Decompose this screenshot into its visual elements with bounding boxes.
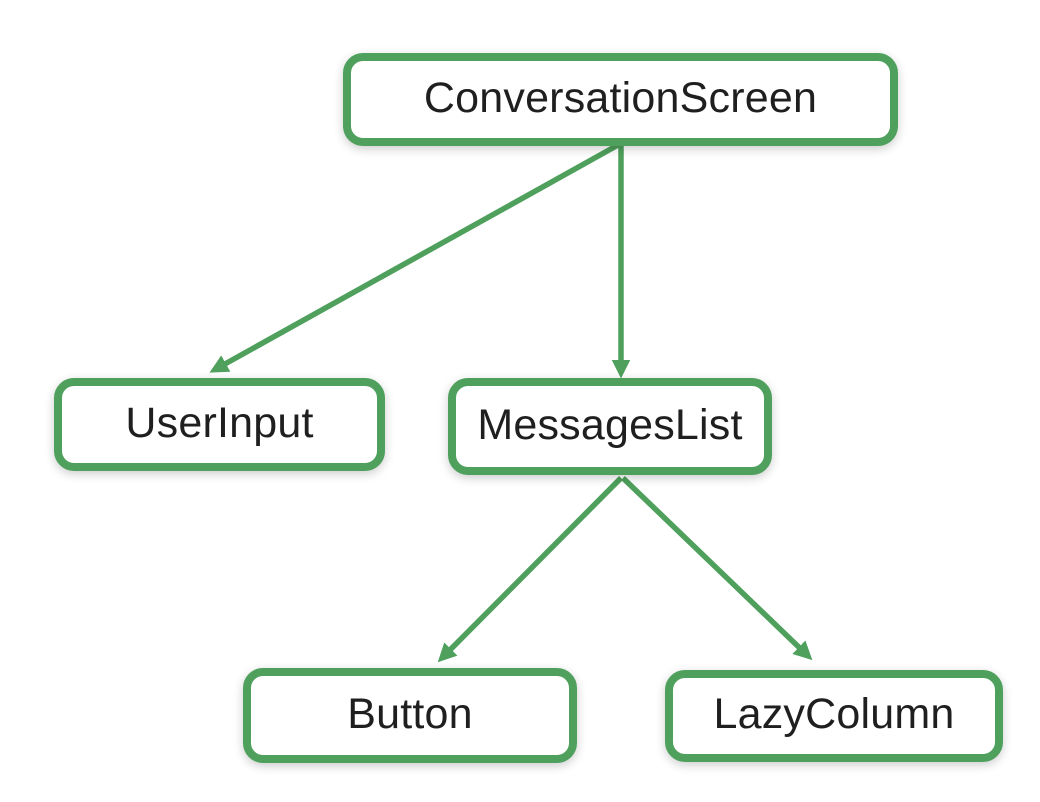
edge-messageslist-button xyxy=(437,476,623,663)
node-conversation-screen-label: ConversationScreen xyxy=(423,73,818,122)
node-lazy-column: LazyColumn xyxy=(665,670,1003,762)
node-lazy-column-label: LazyColumn xyxy=(713,690,955,738)
edge-messageslist-lazycolumn xyxy=(621,476,813,661)
node-button-label: Button xyxy=(347,689,473,738)
node-button: Button xyxy=(243,668,577,763)
node-user-input: UserInput xyxy=(54,378,385,471)
node-user-input-label: UserInput xyxy=(125,398,314,447)
node-conversation-screen: ConversationScreen xyxy=(343,53,898,146)
node-messages-list-label: MessagesList xyxy=(477,400,743,449)
edge-conversationscreen-userinput xyxy=(209,142,620,373)
node-messages-list: MessagesList xyxy=(448,378,772,475)
